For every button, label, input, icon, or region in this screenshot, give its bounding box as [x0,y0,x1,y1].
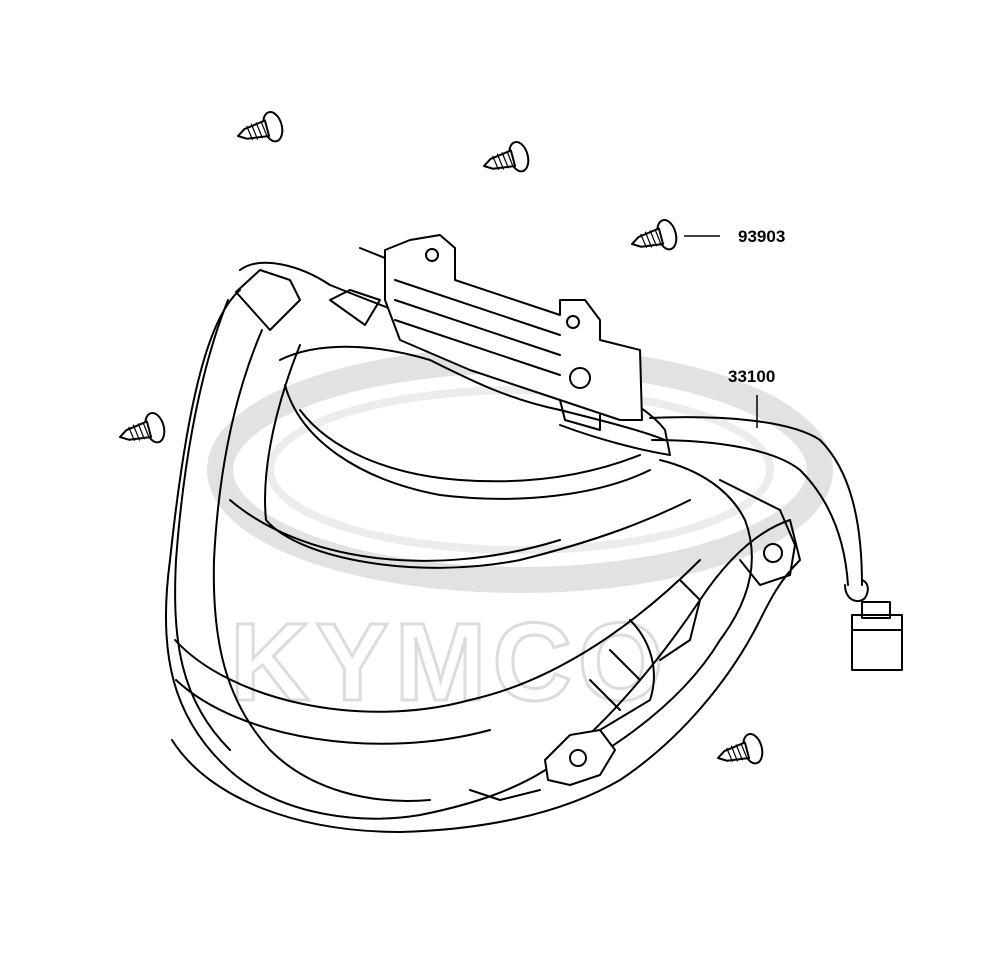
screw-bottom-right [713,730,767,774]
part-label-93903: 93903 [738,227,785,246]
headlight-assembly [164,234,903,833]
part-label-33100: 33100 [728,367,775,386]
screw-top-left [233,108,287,152]
screw-top-center [479,138,533,182]
screw-left [115,409,169,453]
screw-right-upper [627,216,681,260]
